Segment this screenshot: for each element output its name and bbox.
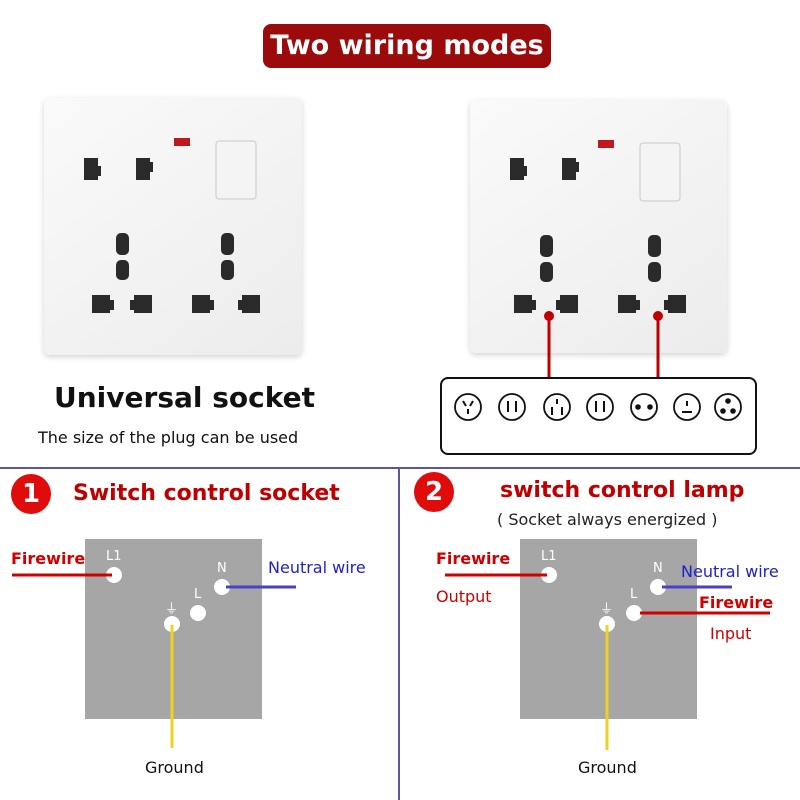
section-divider-horizontal bbox=[0, 467, 800, 469]
socket-left-graphic bbox=[84, 138, 260, 313]
terminal-l1 bbox=[106, 567, 122, 583]
rocker-switch bbox=[215, 140, 257, 200]
plug-size-label: The size of the plug can be used bbox=[38, 428, 299, 447]
small-holes bbox=[84, 158, 153, 180]
section2-firewire-input-label: Firewire bbox=[699, 593, 774, 612]
section2-neutral-label: Neutral wire bbox=[681, 562, 779, 581]
terminal-l1-label: L1 bbox=[541, 549, 557, 564]
type-a-icon bbox=[498, 393, 526, 421]
rocker-switch bbox=[639, 142, 681, 202]
multi-socket-1 bbox=[514, 235, 578, 313]
terminal-l1-label: L1 bbox=[106, 549, 122, 564]
section2-title: switch control lamp bbox=[500, 478, 745, 503]
section1-title: Switch control socket bbox=[73, 481, 340, 506]
terminal-l-label: L bbox=[630, 587, 638, 602]
indicator-light bbox=[598, 140, 614, 148]
socket-right-graphic bbox=[510, 140, 686, 313]
section2-subtitle: ( Socket always energized ) bbox=[497, 510, 718, 529]
plug-icons bbox=[454, 393, 742, 421]
terminal-n bbox=[214, 579, 230, 595]
ground-symbol-icon: ⏚ bbox=[600, 602, 614, 617]
terminal-ground bbox=[164, 616, 180, 632]
terminal-l-label: L bbox=[194, 587, 202, 602]
section1-firewire-label: Firewire bbox=[11, 549, 86, 568]
type-g-icon bbox=[543, 393, 571, 421]
multi-socket-1 bbox=[92, 233, 152, 313]
type-c-icon bbox=[630, 393, 658, 421]
socket-plate-left bbox=[44, 98, 302, 355]
section2-input-label: Input bbox=[710, 624, 752, 643]
socket-plate-right bbox=[470, 100, 727, 353]
terminal-n bbox=[650, 579, 666, 595]
terminal-l bbox=[626, 605, 642, 621]
section2-ground-label: Ground bbox=[578, 758, 637, 777]
small-holes bbox=[510, 158, 579, 180]
multi-socket-2 bbox=[618, 235, 686, 313]
section1-neutral-label: Neutral wire bbox=[268, 558, 366, 577]
section2-number-badge: 2 bbox=[414, 472, 454, 512]
terminal-l1 bbox=[541, 567, 557, 583]
ground-symbol-icon: ⏚ bbox=[165, 602, 179, 617]
indicator-light bbox=[174, 138, 190, 146]
type-a2-icon bbox=[586, 393, 614, 421]
universal-socket-label: Universal socket bbox=[54, 381, 315, 414]
terminal-n-label: N bbox=[217, 561, 227, 576]
section-divider-vertical bbox=[398, 468, 400, 800]
terminal-l bbox=[190, 605, 206, 621]
type-i-icon bbox=[454, 393, 482, 421]
page-title: Two wiring modes bbox=[263, 24, 551, 68]
section2-output-label: Output bbox=[436, 587, 492, 606]
multi-socket-2 bbox=[192, 233, 260, 313]
section1-ground-label: Ground bbox=[145, 758, 204, 777]
terminal-n-label: N bbox=[653, 561, 663, 576]
terminal-ground bbox=[599, 616, 615, 632]
type-m-icon bbox=[714, 393, 742, 421]
plug-types-box bbox=[440, 377, 757, 455]
type-d-icon bbox=[673, 393, 701, 421]
section1-number-badge: 1 bbox=[11, 474, 51, 514]
section2-firewire-output-label: Firewire bbox=[436, 549, 511, 568]
